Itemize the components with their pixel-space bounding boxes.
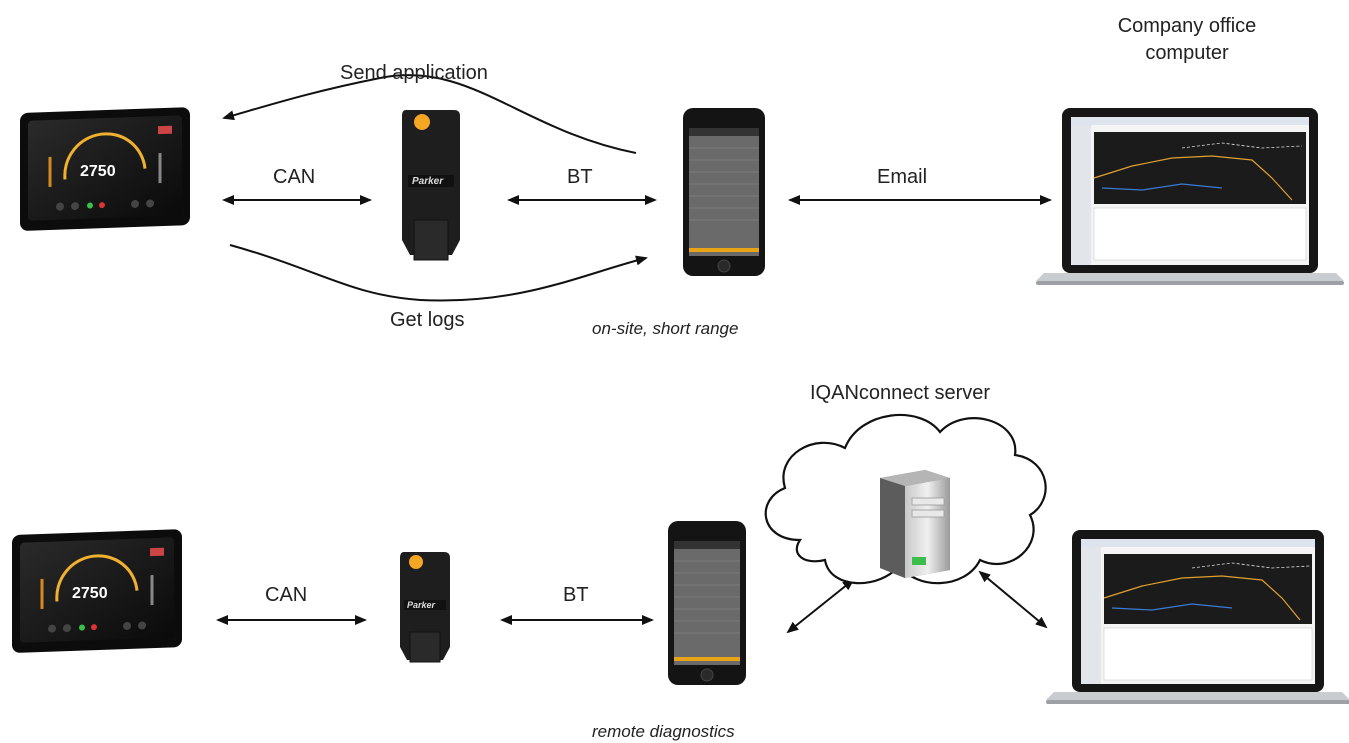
phone-cloud-arrow — [786, 578, 855, 634]
display-readout-bottom: 2750 — [72, 585, 108, 602]
bluetooth-dongle-top — [402, 110, 460, 261]
phone-bottom — [668, 521, 746, 685]
dongle-brand-top: Parker — [412, 176, 444, 187]
display-device-top — [20, 107, 190, 231]
laptop-bottom — [1046, 530, 1349, 704]
company-office-line1: Company office — [1117, 15, 1257, 37]
remote-diagnostics-caption: remote diagnostics — [592, 722, 735, 741]
company-office-label: Company office computer — [1092, 13, 1282, 67]
dongle-brand-bottom: Parker — [407, 600, 436, 610]
get-logs-label: Get logs — [390, 309, 465, 331]
bt-label-bottom: BT — [563, 584, 589, 606]
send-application-arrow — [222, 74, 637, 154]
phone-top — [683, 108, 765, 276]
can-label-top: CAN — [273, 166, 316, 188]
display-device-bottom — [12, 529, 182, 653]
laptop-top — [1036, 108, 1344, 285]
can-label-bottom: CAN — [265, 584, 308, 606]
company-office-line2: computer — [1145, 42, 1229, 64]
bt-label-top: BT — [567, 166, 593, 188]
cloud-laptop-arrow — [978, 570, 1048, 629]
get-logs-arrow — [229, 244, 648, 302]
server-icon — [880, 470, 950, 578]
display-readout-top: 2750 — [80, 163, 116, 180]
on-site-caption: on-site, short range — [592, 319, 739, 338]
server-label: IQANconnect server — [810, 382, 991, 404]
email-label: Email — [877, 166, 928, 188]
bluetooth-dongle-bottom — [400, 552, 450, 663]
send-application-label: Send application — [340, 62, 488, 84]
